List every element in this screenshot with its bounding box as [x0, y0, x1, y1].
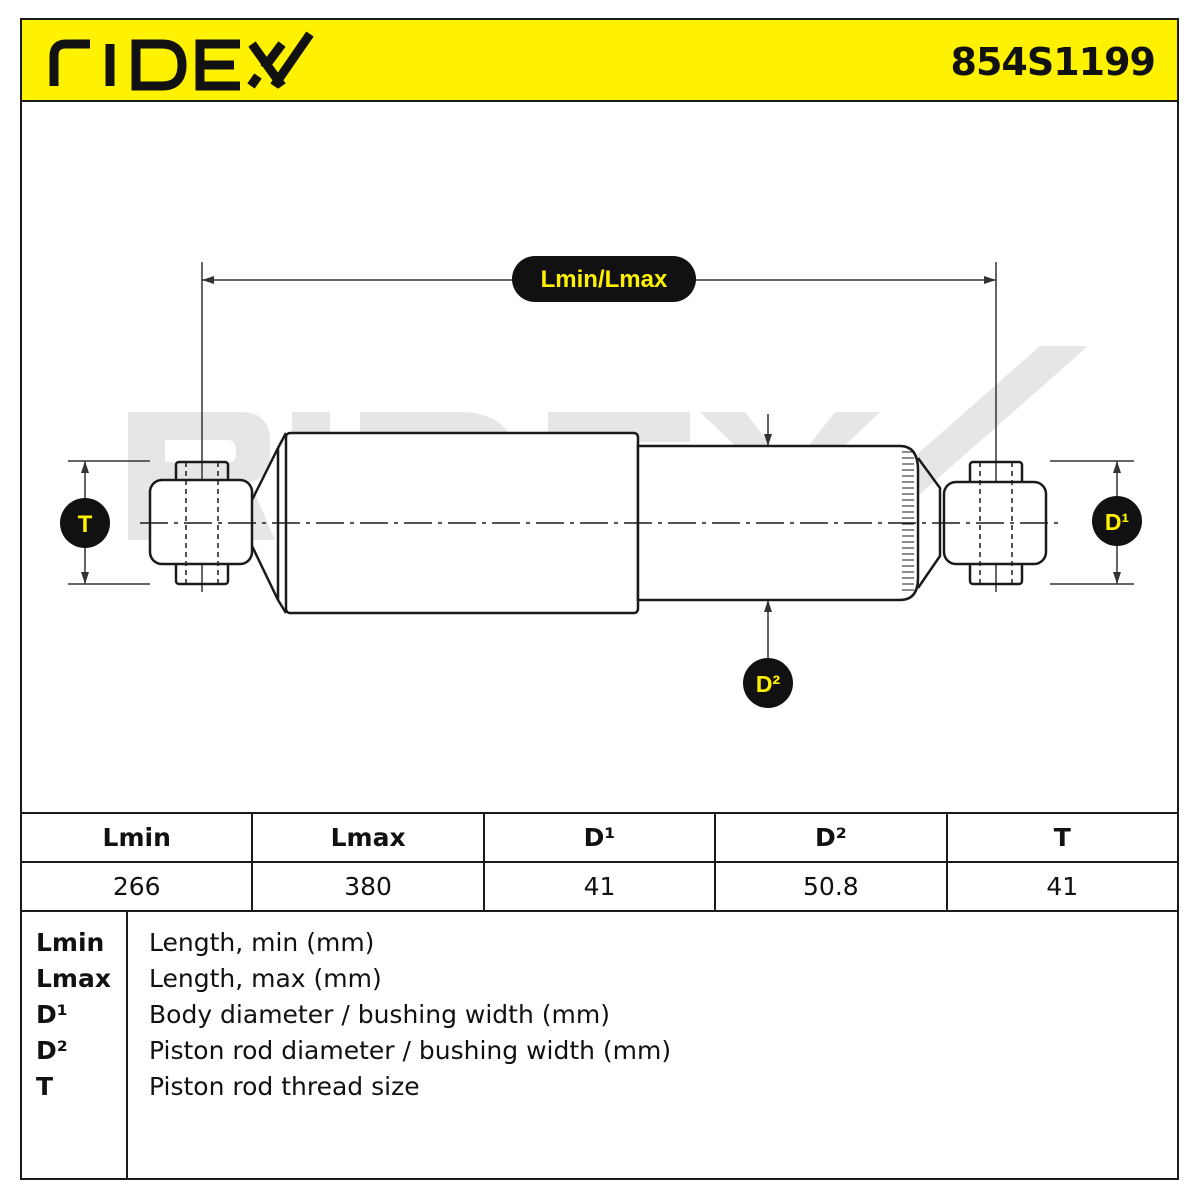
rod-seal-rings	[902, 451, 914, 591]
spec-header-t: T	[945, 812, 1180, 863]
svg-text:Lmin/Lmax: Lmin/Lmax	[541, 266, 668, 293]
t-label: T	[60, 498, 110, 548]
spec-table: Lmin Lmax D¹ D² T 266 380 41 50.8 41	[19, 812, 1180, 912]
d1-label: D¹	[1092, 496, 1142, 546]
legend-desc: Body diameter / bushing width (mm)	[149, 1000, 610, 1029]
header-bar: 854S1199	[22, 20, 1177, 102]
spec-header-d1: D¹	[482, 812, 717, 863]
datasheet-frame: 854S1199	[20, 18, 1179, 1180]
legend-row: Lmax Length, max (mm)	[22, 964, 1177, 1000]
spec-value-t: 41	[945, 861, 1180, 912]
legend-key: Lmin	[36, 928, 105, 957]
spec-table-header-row: Lmin Lmax D¹ D² T	[19, 812, 1180, 863]
part-number: 854S1199	[950, 40, 1156, 84]
legend: Lmin Length, min (mm) Lmax Length, max (…	[20, 910, 1179, 1180]
legend-key: D¹	[36, 1000, 68, 1029]
legend-row: T Piston rod thread size	[22, 1072, 1177, 1108]
spec-value-d2: 50.8	[714, 861, 948, 912]
spec-table-value-row: 266 380 41 50.8 41	[19, 861, 1180, 912]
ridex-logo	[49, 31, 314, 91]
d2-label: D²	[743, 658, 793, 708]
svg-text:D²: D²	[756, 671, 781, 697]
legend-desc: Length, max (mm)	[149, 964, 382, 993]
left-bushing	[148, 447, 280, 601]
spec-value-d1: 41	[482, 861, 717, 912]
legend-row: D² Piston rod diameter / bushing width (…	[22, 1036, 1177, 1072]
legend-row: Lmin Length, min (mm)	[22, 928, 1177, 964]
legend-desc: Piston rod thread size	[149, 1072, 420, 1101]
svg-text:T: T	[78, 511, 93, 538]
legend-divider	[126, 910, 128, 1178]
svg-text:D¹: D¹	[1105, 509, 1129, 535]
legend-key: T	[36, 1072, 54, 1101]
legend-row: D¹ Body diameter / bushing width (mm)	[22, 1000, 1177, 1036]
length-label: Lmin/Lmax	[512, 256, 696, 302]
spec-header-d2: D²	[714, 812, 948, 863]
spec-header-lmin: Lmin	[19, 812, 254, 863]
spec-header-lmax: Lmax	[251, 812, 485, 863]
spec-value-lmin: 266	[19, 861, 254, 912]
spec-value-lmax: 380	[251, 861, 485, 912]
legend-key: Lmax	[36, 964, 111, 993]
legend-desc: Piston rod diameter / bushing width (mm)	[149, 1036, 672, 1065]
legend-desc: Length, min (mm)	[149, 928, 375, 957]
shock-absorber-drawing: Lmin/Lmax T D¹ D²	[60, 256, 1142, 708]
legend-key: D²	[36, 1036, 68, 1065]
